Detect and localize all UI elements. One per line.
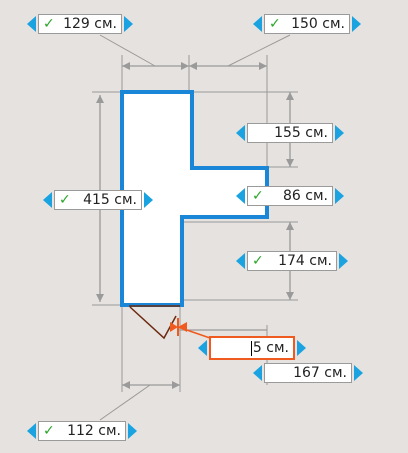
dim-right-upper-field[interactable]: 155 см. — [247, 123, 333, 143]
arrow-right-icon[interactable] — [335, 188, 344, 204]
arrow-right-icon[interactable] — [354, 365, 363, 381]
dim-corner-edit-input[interactable]: 5 см. — [209, 336, 295, 360]
dim-right-lower-field[interactable]: ✓ 174 см. — [247, 251, 337, 271]
arrow-left-icon[interactable] — [236, 253, 245, 269]
dim-bottom-left-field[interactable]: ✓ 112 см. — [38, 421, 126, 441]
arrow-left-icon[interactable] — [253, 16, 262, 32]
room-outline[interactable] — [120, 90, 269, 307]
checkmark-icon: ✓ — [252, 188, 264, 204]
arrow-left-icon[interactable] — [198, 340, 207, 356]
dim-right-mid-field[interactable]: ✓ 86 см. — [247, 186, 333, 206]
dim-top-right-value: 150 см. — [291, 16, 345, 32]
arrow-right-icon[interactable] — [128, 423, 137, 439]
checkmark-icon: ✓ — [59, 192, 71, 208]
dim-right-upper: 155 см. — [236, 123, 344, 143]
arrow-left-icon[interactable] — [236, 188, 245, 204]
dim-bottom-left-value: 112 см. — [67, 423, 121, 439]
dim-top-left-value: 129 см. — [63, 16, 117, 32]
arrow-right-icon[interactable] — [352, 16, 361, 32]
arrow-left-icon[interactable] — [27, 423, 36, 439]
dim-top-right-field[interactable]: ✓ 150 см. — [264, 14, 350, 34]
arrow-left-icon[interactable] — [43, 192, 52, 208]
dim-right-lower-value: 174 см. — [278, 253, 332, 269]
dim-top-left: ✓ 129 см. — [27, 14, 133, 34]
dim-bottom-left: ✓ 112 см. — [27, 421, 137, 441]
dim-top-left-field[interactable]: ✓ 129 см. — [38, 14, 122, 34]
dim-right-upper-value: 155 см. — [274, 125, 328, 141]
arrow-right-icon[interactable] — [335, 125, 344, 141]
dim-corner-edit: 5 см. — [198, 336, 306, 360]
dim-right-mid-value: 86 см. — [283, 188, 328, 204]
dim-bottom-right-field[interactable]: 167 см. — [264, 363, 352, 383]
dim-left-height-field[interactable]: ✓ 415 см. — [54, 190, 142, 210]
arrow-left-icon[interactable] — [27, 16, 36, 32]
arrow-right-icon[interactable] — [339, 253, 348, 269]
dim-left-height: ✓ 415 см. — [43, 190, 153, 210]
dim-corner-edit-value: 5 см. — [250, 340, 289, 356]
checkmark-icon: ✓ — [252, 253, 264, 269]
corner-marker[interactable] — [129, 305, 211, 340]
leader-lines — [99, 34, 291, 421]
dim-left-height-value: 415 см. — [83, 192, 137, 208]
arrow-right-icon[interactable] — [124, 16, 133, 32]
dim-right-mid: ✓ 86 см. — [236, 186, 344, 206]
dim-bottom-right: 167 см. — [253, 363, 363, 383]
checkmark-icon: ✓ — [43, 423, 55, 439]
arrow-left-icon[interactable] — [253, 365, 262, 381]
dim-top-right: ✓ 150 см. — [253, 14, 361, 34]
text-cursor — [250, 340, 252, 356]
dim-bottom-right-value: 167 см. — [293, 365, 347, 381]
arrow-right-icon[interactable] — [144, 192, 153, 208]
checkmark-icon: ✓ — [43, 16, 55, 32]
arrow-left-icon[interactable] — [236, 125, 245, 141]
arrow-right-icon[interactable] — [297, 340, 306, 356]
dim-right-lower: ✓ 174 см. — [236, 251, 348, 271]
checkmark-icon: ✓ — [269, 16, 281, 32]
